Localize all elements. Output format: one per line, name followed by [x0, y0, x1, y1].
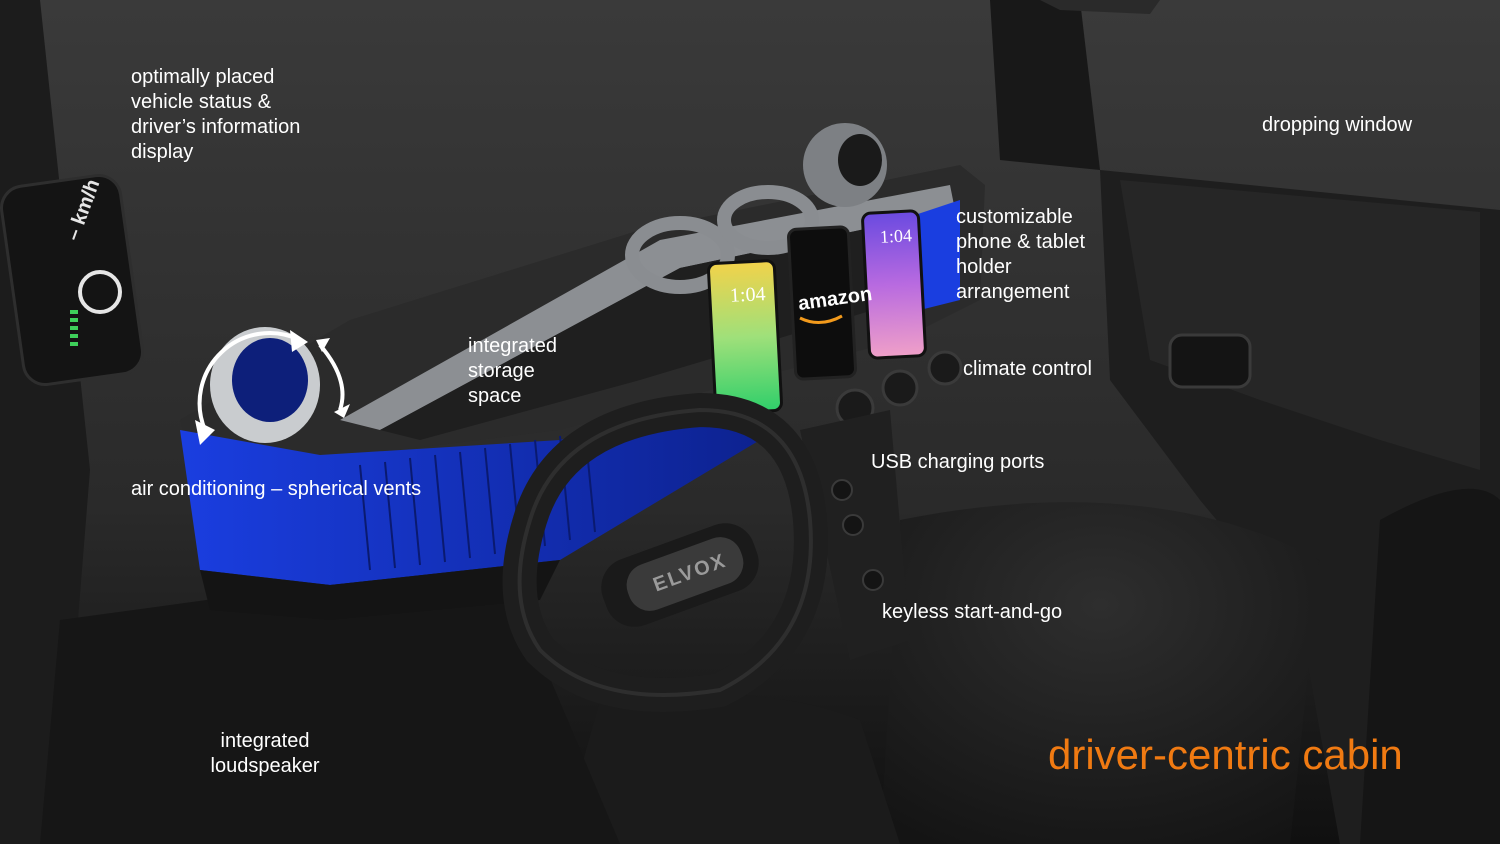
a-pillar-right [990, 0, 1100, 170]
label-phone-holder: customizable phone & tablet holder arran… [956, 206, 1085, 303]
driver-display [0, 173, 144, 387]
climate-knob-2[interactable] [881, 369, 919, 407]
dashboard-base [200, 560, 560, 620]
arrow-head-4 [334, 404, 350, 418]
display-ring [78, 270, 122, 314]
usb-port-2[interactable] [842, 514, 864, 536]
label-vents: air conditioning – spherical vents [131, 478, 422, 500]
door-window-frame [1120, 180, 1480, 470]
driver-seat [560, 693, 900, 844]
passenger-seat [880, 502, 1320, 844]
label-dropping-window: dropping window [1262, 114, 1413, 136]
label-storage: integrated storage space [468, 335, 557, 407]
cup-holder-1 [625, 216, 735, 294]
label-display: optimally placed vehicle status & driver… [131, 66, 301, 163]
phone-right [861, 209, 927, 360]
door-handle [1168, 333, 1252, 389]
steering-wheel-edge [517, 407, 813, 697]
phone-left-time: 1:04 [729, 283, 767, 307]
label-climate: climate control [963, 358, 1092, 380]
usb-port-1[interactable] [831, 479, 853, 501]
vent-right-opening [838, 134, 882, 186]
label-keyless: keyless start-and-go [882, 601, 1063, 623]
storage-tray-rim [340, 185, 955, 430]
footwell [40, 560, 620, 844]
amazon-smile [799, 314, 843, 324]
cup-holder-2 [717, 185, 819, 255]
arrow-head-1 [195, 420, 215, 445]
arrow-head-3 [316, 338, 330, 352]
rotate-arrow-horizontal [197, 331, 301, 431]
arrow-head-2 [290, 330, 308, 352]
seat-edge [1360, 488, 1500, 844]
display-charge-bars [70, 310, 78, 346]
phone-right-time: 1:04 [879, 225, 913, 247]
label-usb: USB charging ports [871, 451, 1045, 473]
mirror-mount [1040, 0, 1160, 14]
label-loudspeaker: integrated loudspeaker [210, 730, 320, 777]
phone-center [787, 225, 857, 381]
climate-knob-3[interactable] [927, 350, 963, 386]
start-button[interactable] [862, 569, 884, 591]
headline: driver-centric cabin [1048, 731, 1403, 778]
vent-left-opening [232, 338, 308, 422]
rotate-arrow-vertical [318, 343, 345, 411]
steering-logo-plate [626, 537, 744, 611]
